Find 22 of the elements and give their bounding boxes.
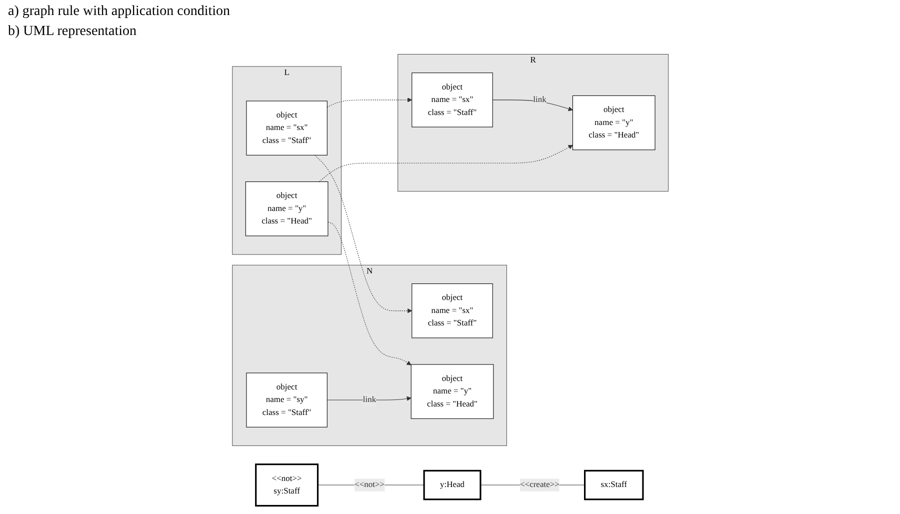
node-box: object name = "sy" class = "Staff"	[246, 372, 328, 428]
arrow	[326, 396, 411, 401]
node-box: y:Head	[422, 470, 481, 500]
edge-label: link	[362, 395, 376, 404]
edge-label: <<create>>	[520, 480, 560, 490]
node-box: object name = "y" class = "Head"	[410, 364, 494, 419]
arrow	[492, 100, 573, 112]
node-box: object name = "sx" class = "Staff"	[411, 72, 493, 128]
node-box: <<not>> sy:Staff	[254, 464, 318, 507]
node-box: sx:Staff	[584, 470, 644, 500]
arrow	[326, 98, 412, 108]
edge-label: <<not>>	[354, 480, 384, 490]
arrow	[327, 222, 411, 366]
node-box: object name = "y" class = "Head"	[245, 181, 328, 236]
edge-label: link	[532, 95, 546, 104]
node-box: object name = "sx" class = "Staff"	[411, 283, 493, 338]
section-heading: a) graph rule with application condition	[8, 4, 230, 20]
node-box: object name = "sx" class = "Staff"	[246, 100, 328, 156]
arrow	[318, 144, 573, 182]
arrow	[314, 154, 412, 314]
node-box: object name = "y" class = "Head"	[572, 95, 655, 150]
section-heading: b) UML representation	[8, 24, 138, 40]
